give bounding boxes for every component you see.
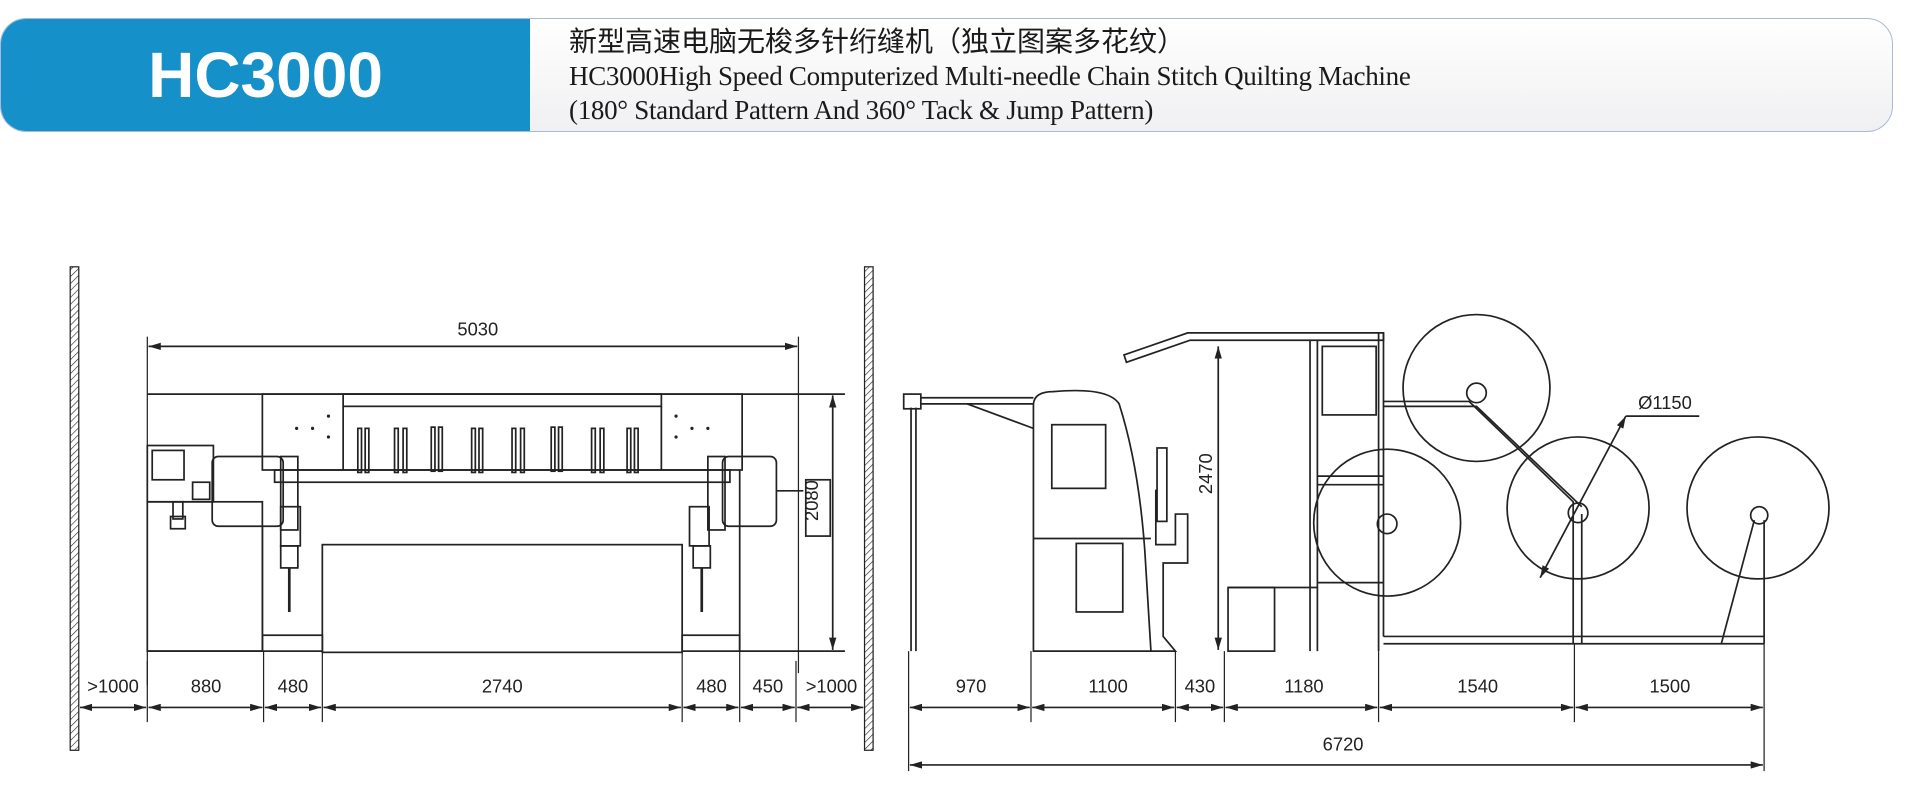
dim-label: 970: [956, 676, 987, 697]
control-screen: [151, 449, 185, 481]
title-banner: HC3000 新型高速电脑无梭多针绗缝机（独立图案多花纹） HC3000High…: [0, 18, 1893, 132]
side-bottom-dimensions: 970 1100 430 1180 1540 1500 6720: [907, 643, 1765, 772]
subtitle-english: (180° Standard Pattern And 360° Tack & J…: [569, 95, 1154, 125]
quilting-machine-front: [146, 393, 845, 654]
dim-label: 1500: [1649, 676, 1690, 697]
control-panel: [146, 444, 215, 503]
dim-height-side: 2470: [1195, 453, 1216, 494]
dim-label: 880: [191, 676, 222, 697]
front-bottom-dimensions: >1000 880 480 2740 480 450 >1000: [79, 651, 864, 723]
roll-diameter-label: Ø1150: [1638, 392, 1692, 413]
dim-label: 480: [278, 676, 309, 697]
model-badge: HC3000: [1, 19, 530, 131]
dim-overall-width: 5030: [457, 318, 498, 339]
dim-height-front: 2080: [801, 480, 822, 521]
dim-label: 2740: [482, 676, 523, 697]
wall-right: [863, 266, 874, 751]
title-english: HC3000High Speed Computerized Multi-need…: [569, 61, 1411, 91]
fabric-roll: [1312, 448, 1462, 597]
dim-label: 480: [696, 676, 727, 697]
dim-label: 450: [753, 676, 784, 697]
fabric-roll: [1402, 313, 1551, 463]
wall-left: [69, 266, 80, 751]
quilting-machine-side: Ø1150: [902, 313, 1830, 652]
dim-label: 1180: [1284, 676, 1323, 697]
title-block: 新型高速电脑无梭多针绗缝机（独立图案多花纹） HC3000High Speed …: [569, 25, 1411, 127]
side-view: Ø1150 2470 970 1100: [902, 313, 1830, 772]
dim-overall-length: 6720: [1323, 733, 1364, 754]
front-view: 5030: [69, 266, 874, 751]
dim-label: >1000: [806, 676, 858, 697]
dim-label: 430: [1185, 676, 1216, 697]
dim-label: >1000: [87, 676, 139, 697]
fabric-roll: [1686, 436, 1830, 580]
title-chinese: 新型高速电脑无梭多针绗缝机（独立图案多花纹）: [569, 25, 1186, 58]
dim-label: 1100: [1088, 676, 1127, 697]
dim-label: 1540: [1457, 676, 1498, 697]
